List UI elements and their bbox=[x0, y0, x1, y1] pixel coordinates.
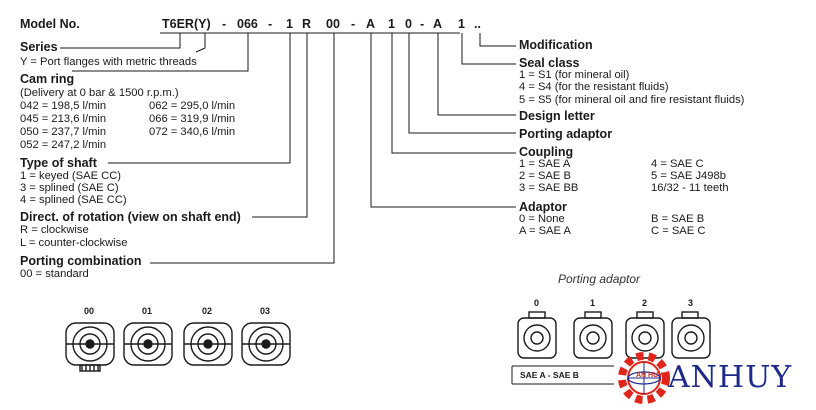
modification-title: Modification bbox=[519, 38, 593, 52]
cam-ring-title: Cam ring bbox=[20, 72, 75, 86]
adaptor-col2-2: C = SAE C bbox=[651, 225, 706, 237]
code-dash-3: - bbox=[351, 17, 356, 31]
porting-adaptor-title: Porting adaptor bbox=[519, 127, 613, 141]
code-rotation: R bbox=[302, 17, 312, 31]
coupling-col2-1: 4 = SAE C bbox=[651, 158, 704, 170]
cam-ring-col1-1: 042 = 198,5 l/min bbox=[20, 100, 107, 112]
coupling-col2-2: 5 = SAE J498b bbox=[651, 170, 726, 182]
coupling-col2-3: 16/32 - 11 teeth bbox=[651, 182, 729, 194]
shaft-title: Type of shaft bbox=[20, 156, 97, 170]
cam-ring-col1-3: 050 = 237,7 l/min bbox=[20, 126, 107, 138]
series-title: Series bbox=[20, 40, 58, 54]
series-line-1: Y = Port flanges with metric threads bbox=[20, 56, 197, 68]
pump-label-03: 03 bbox=[260, 306, 271, 316]
porting-adaptor-caption: Porting adaptor bbox=[558, 272, 641, 286]
adaptor-col2-1: B = SAE B bbox=[651, 213, 705, 225]
seal-line-3: 5 = S5 (for mineral oil and fire resista… bbox=[519, 94, 745, 106]
pump-label-02: 02 bbox=[202, 306, 213, 316]
shaft-line-1: 1 = keyed (SAE CC) bbox=[20, 170, 122, 182]
cam-ring-col1-4: 052 = 247,2 l/min bbox=[20, 139, 107, 151]
code-design: A bbox=[433, 17, 443, 31]
code-shaft: 1 bbox=[286, 17, 293, 31]
logo-badge: AN HUY bbox=[636, 372, 663, 379]
code-adaptor: A bbox=[366, 17, 376, 31]
adaptor-title: Adaptor bbox=[519, 200, 567, 214]
cam-ring-col2-1: 062 = 295,0 l/min bbox=[149, 100, 236, 112]
code-dash-1: - bbox=[222, 17, 227, 31]
adaptor-label-3: 3 bbox=[688, 298, 694, 308]
seal-line-1: 1 = S1 (for mineral oil) bbox=[519, 69, 630, 81]
code-066: 066 bbox=[237, 17, 258, 31]
shaft-line-3: 4 = splined (SAE CC) bbox=[20, 194, 127, 206]
code-porting: 00 bbox=[326, 17, 340, 31]
adaptor-label-1: 1 bbox=[590, 298, 596, 308]
adaptor-label-0: 0 bbox=[534, 298, 540, 308]
sae-label: SAE A - SAE B bbox=[520, 370, 579, 380]
code-dash-4: - bbox=[420, 17, 425, 31]
cam-ring-col2-2: 066 = 319,9 l/min bbox=[149, 113, 236, 125]
code-y: (Y) bbox=[194, 17, 211, 31]
rotation-title: Direct. of rotation (view on shaft end) bbox=[20, 210, 241, 224]
code-t6er: T6ER bbox=[162, 17, 194, 31]
model-label: Model No. bbox=[20, 17, 80, 31]
cam-ring-col2-3: 072 = 340,6 l/min bbox=[149, 126, 236, 138]
pump-label-00: 00 bbox=[84, 306, 95, 316]
shaft-line-2: 3 = splined (SAE C) bbox=[20, 182, 119, 194]
code-coupling: 1 bbox=[388, 17, 395, 31]
pump-label-01: 01 bbox=[142, 306, 153, 316]
cam-ring-note: (Delivery at 0 bar & 1500 r.p.m.) bbox=[20, 87, 179, 99]
adaptor-col1-2: A = SAE A bbox=[519, 225, 571, 237]
seal-title: Seal class bbox=[519, 56, 580, 70]
cam-ring-col1-2: 045 = 213,6 l/min bbox=[20, 113, 107, 125]
design-title: Design letter bbox=[519, 109, 595, 123]
code-dash-2: - bbox=[268, 17, 273, 31]
coupling-col1-2: 2 = SAE B bbox=[519, 170, 571, 182]
code-porting-adaptor: 0 bbox=[405, 17, 412, 31]
code-seal: 1 bbox=[458, 17, 465, 31]
porting-title: Porting combination bbox=[20, 254, 142, 268]
coupling-title: Coupling bbox=[519, 145, 574, 159]
rotation-line-1: R = clockwise bbox=[20, 224, 89, 236]
coupling-col1-3: 3 = SAE BB bbox=[519, 182, 579, 194]
adaptor-label-2: 2 bbox=[642, 298, 648, 308]
seal-line-2: 4 = S4 (for the resistant fluids) bbox=[519, 81, 669, 93]
adaptor-col1-1: 0 = None bbox=[519, 213, 565, 225]
code-modification: .. bbox=[474, 17, 481, 31]
rotation-line-2: L = counter-clockwise bbox=[20, 237, 128, 249]
coupling-col1-1: 1 = SAE A bbox=[519, 158, 571, 170]
logo-name: ANHUY bbox=[668, 360, 793, 395]
porting-line-1: 00 = standard bbox=[20, 268, 89, 280]
